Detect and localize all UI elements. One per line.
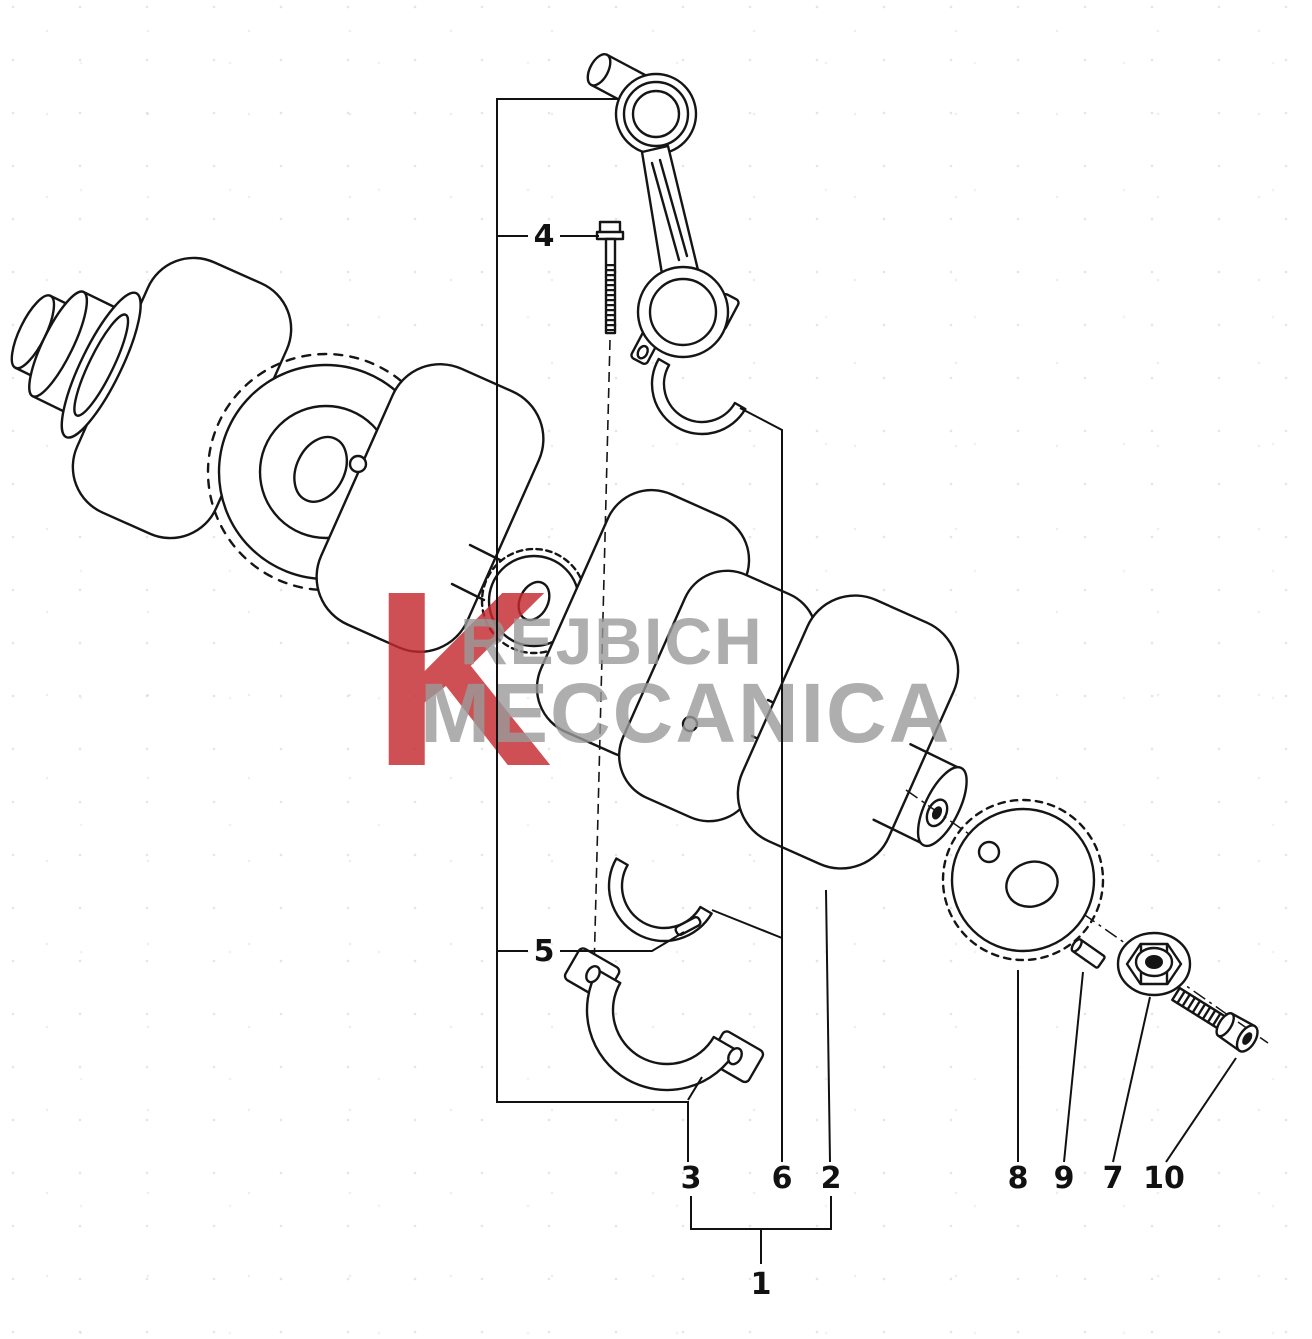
connecting-rod [586, 53, 740, 366]
callout-3: 3 [681, 1161, 702, 1196]
wheel-slots [941, 798, 1105, 962]
bearing-cap [563, 947, 765, 1092]
watermark-line2: MECCANICA [420, 666, 951, 760]
callout-6: 6 [772, 1161, 793, 1196]
leader-line-6b [711, 909, 783, 939]
watermark: K REJBICH MECCANICA [372, 539, 951, 818]
sensor-wheel [941, 798, 1105, 962]
callout-2: 2 [821, 1161, 842, 1196]
leader-bracket-left [496, 98, 689, 1162]
callout-1: 1 [751, 1267, 772, 1302]
nut-bore [1145, 955, 1163, 969]
socket-recess [1242, 1032, 1253, 1045]
bearing-shell-lower [607, 857, 713, 943]
leader-line-5 [497, 931, 685, 952]
leader-line-2 [825, 889, 831, 1163]
crankshaft [10, 256, 968, 870]
conrod-bolt [595, 220, 625, 335]
leader-line-3 [687, 1076, 703, 1101]
leader-line-6 [739, 407, 783, 1162]
journal-1 [450, 543, 502, 602]
socket-bolt [1171, 986, 1259, 1053]
counterweight-web-2 [315, 363, 545, 653]
callout-7: 7 [1103, 1161, 1124, 1196]
flange-nut [1116, 931, 1192, 997]
watermark-k-logo: K [372, 539, 553, 818]
callout-4: 4 [534, 219, 555, 254]
counterweight-web-5 [736, 594, 960, 870]
callouts: 4 5 3 6 2 8 9 7 10 1 [534, 219, 1185, 1302]
callout-8: 8 [1008, 1161, 1029, 1196]
leader-line-9 [1063, 971, 1084, 1163]
centerline-vertical [593, 339, 611, 973]
crankshaft-rear-stub [872, 743, 968, 848]
centerline-axis [905, 789, 1269, 1044]
leader-line-10 [1165, 1057, 1237, 1163]
leader-bracket-1 [690, 1196, 832, 1264]
woodruff-key [674, 915, 702, 937]
conrod-shank [640, 144, 700, 282]
watermark-line1: REJBICH [460, 604, 764, 678]
callout-9: 9 [1054, 1161, 1075, 1196]
dowel-pin [1070, 938, 1106, 969]
callout-10: 10 [1143, 1161, 1185, 1196]
crankshaft-nose [10, 290, 142, 439]
bearing-shell-upper [650, 357, 747, 436]
leader-line-7 [1112, 996, 1151, 1163]
callout-5: 5 [534, 934, 555, 969]
web-oil-hole-2 [681, 715, 699, 733]
wheel-center-hole [1005, 860, 1059, 908]
wheel-small-hole [977, 840, 1001, 864]
leader-lines [496, 98, 1237, 1264]
web-oil-hole-1 [348, 454, 368, 474]
